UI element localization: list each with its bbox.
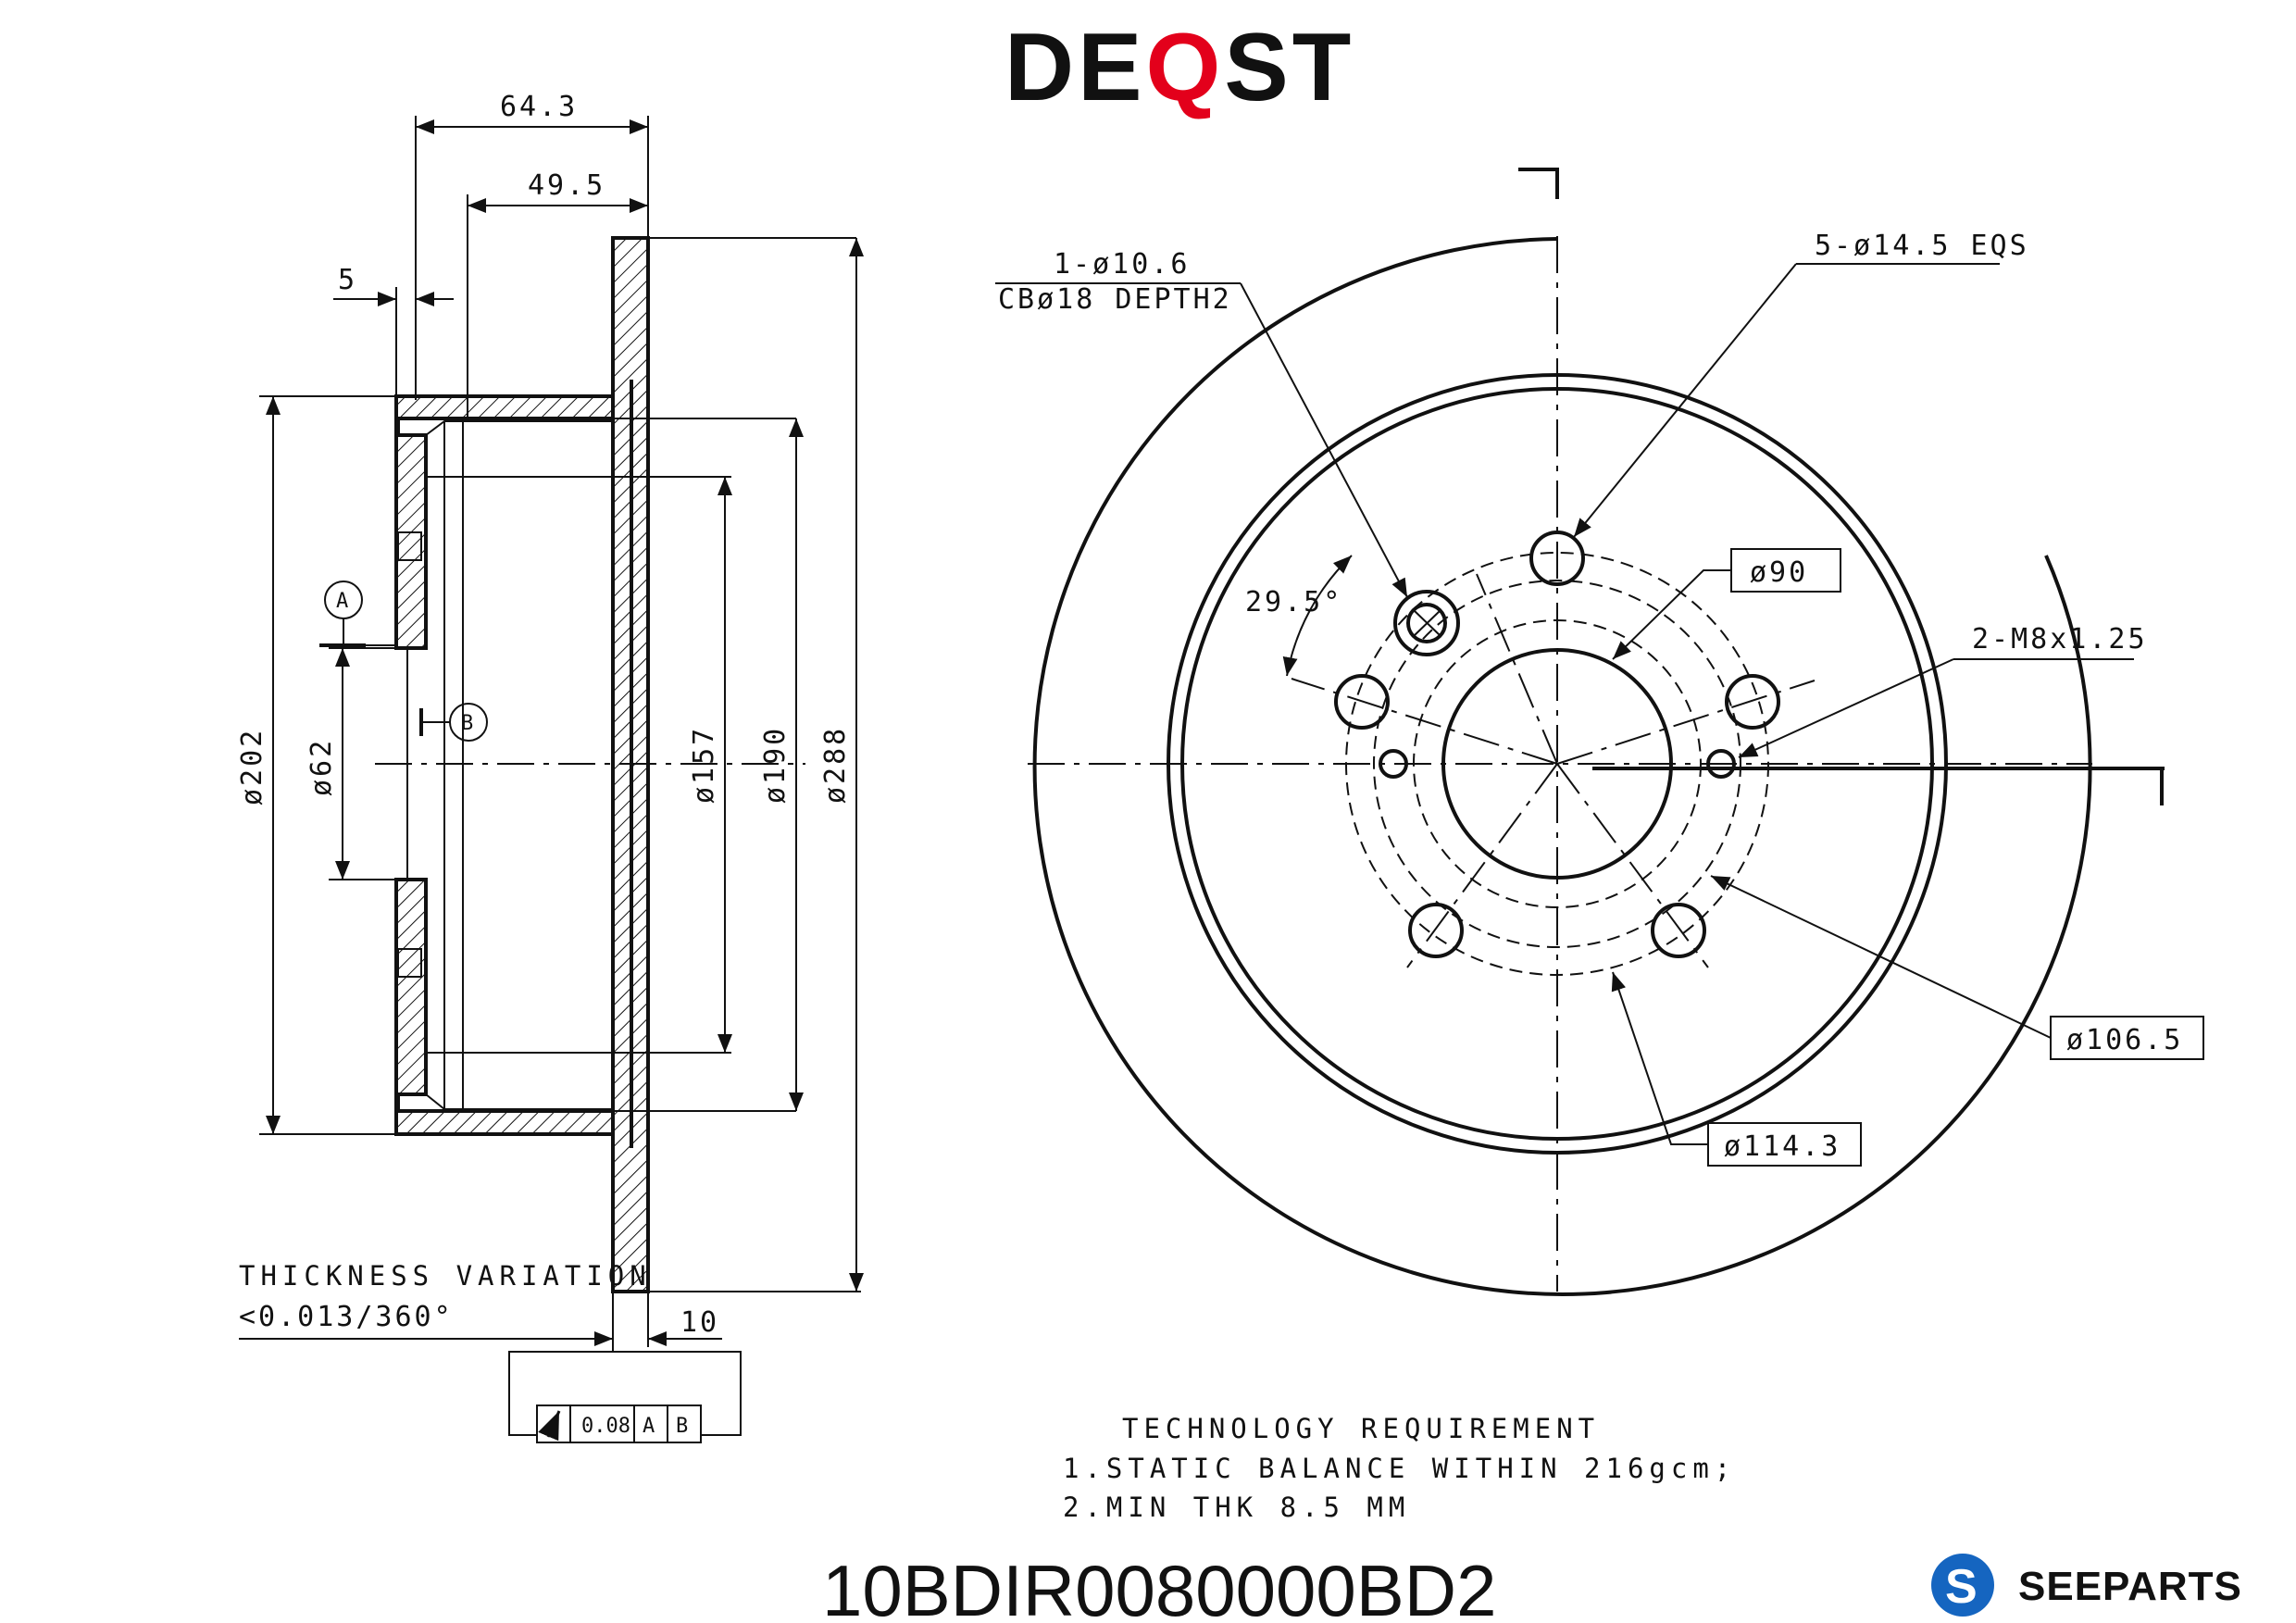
thickness-variation-value: <0.013/360° [239, 1301, 454, 1333]
dim-d157: ø157 [688, 726, 720, 804]
center-bore-label: ø90 [1750, 556, 1808, 589]
deqst-logo: DEQST [1004, 14, 1354, 121]
dim-d202: ø202 [236, 728, 268, 805]
datum-a: A [319, 581, 396, 647]
seeparts-text: SEEPARTS [2018, 1564, 2242, 1609]
bolt-hole-bottom-right [1651, 903, 1706, 958]
runout-value: 0.08 [581, 1415, 630, 1438]
svg-text:DEQST: DEQST [1004, 14, 1354, 121]
bolt-callout: 5-ø14.5 EQS [1815, 230, 2029, 262]
disc-outer-edge [1032, 237, 2092, 1296]
bolt-hole-bottom-left [1408, 903, 1464, 958]
side-section-view: 64.3 49.5 5 ø202 ø62 ø157 ø190 ø288 [236, 91, 864, 1443]
front-view: 29.5° 1-ø10.6 CBø18 DEPTH2 5-ø14.5 EQS ø… [995, 168, 2204, 1296]
dim-thickness-10: 10 [680, 1306, 719, 1339]
hole-callout-line1: 1-ø10.6 [1054, 248, 1190, 281]
dim-64-3: 64.3 [500, 91, 578, 123]
thickness-variation-label: THICKNESS VARIATION [239, 1260, 652, 1292]
angle-29-5: 29.5° [1245, 586, 1342, 618]
hole-callout-line2: CBø18 DEPTH2 [998, 283, 1232, 316]
runout-ref-a: A [643, 1415, 655, 1438]
dim-d190: ø190 [759, 726, 792, 804]
dia-114-3-label: ø114.3 [1724, 1130, 1841, 1163]
technology-requirement: TECHNOLOGY REQUIREMENT 1.STATIC BALANCE … [1063, 1413, 1736, 1523]
seeparts-circle-icon [1931, 1554, 1994, 1617]
requirement-item-2: 2.MIN THK 8.5 MM [1063, 1492, 1410, 1523]
dim-49-5: 49.5 [528, 169, 605, 202]
datum-b: B [419, 703, 488, 742]
dim-5: 5 [338, 264, 357, 296]
thread-callout: 2-M8x1.25 [1972, 623, 2148, 655]
part-number: 10BDIR0080000BD2 [822, 1550, 1497, 1623]
runout-feature-frame: 0.08 A B [508, 1347, 742, 1443]
svg-text:A: A [336, 590, 348, 613]
svg-text:B: B [461, 712, 473, 735]
bolt-hole-right [1725, 674, 1780, 730]
seeparts-logo: S SEEPARTS [1931, 1554, 2242, 1617]
dim-d62: ø62 [306, 738, 338, 796]
counterbore-hole [1393, 590, 1460, 656]
requirement-item-1: 1.STATIC BALANCE WITHIN 216gcm; [1063, 1453, 1736, 1484]
dia-106-5-label: ø106.5 [2066, 1024, 2183, 1056]
requirement-title: TECHNOLOGY REQUIREMENT [1122, 1413, 1600, 1444]
dim-d288: ø288 [819, 726, 852, 804]
bolt-hole-left [1334, 674, 1390, 730]
svg-text:S: S [1945, 1560, 1978, 1614]
runout-ref-b: B [676, 1415, 688, 1438]
